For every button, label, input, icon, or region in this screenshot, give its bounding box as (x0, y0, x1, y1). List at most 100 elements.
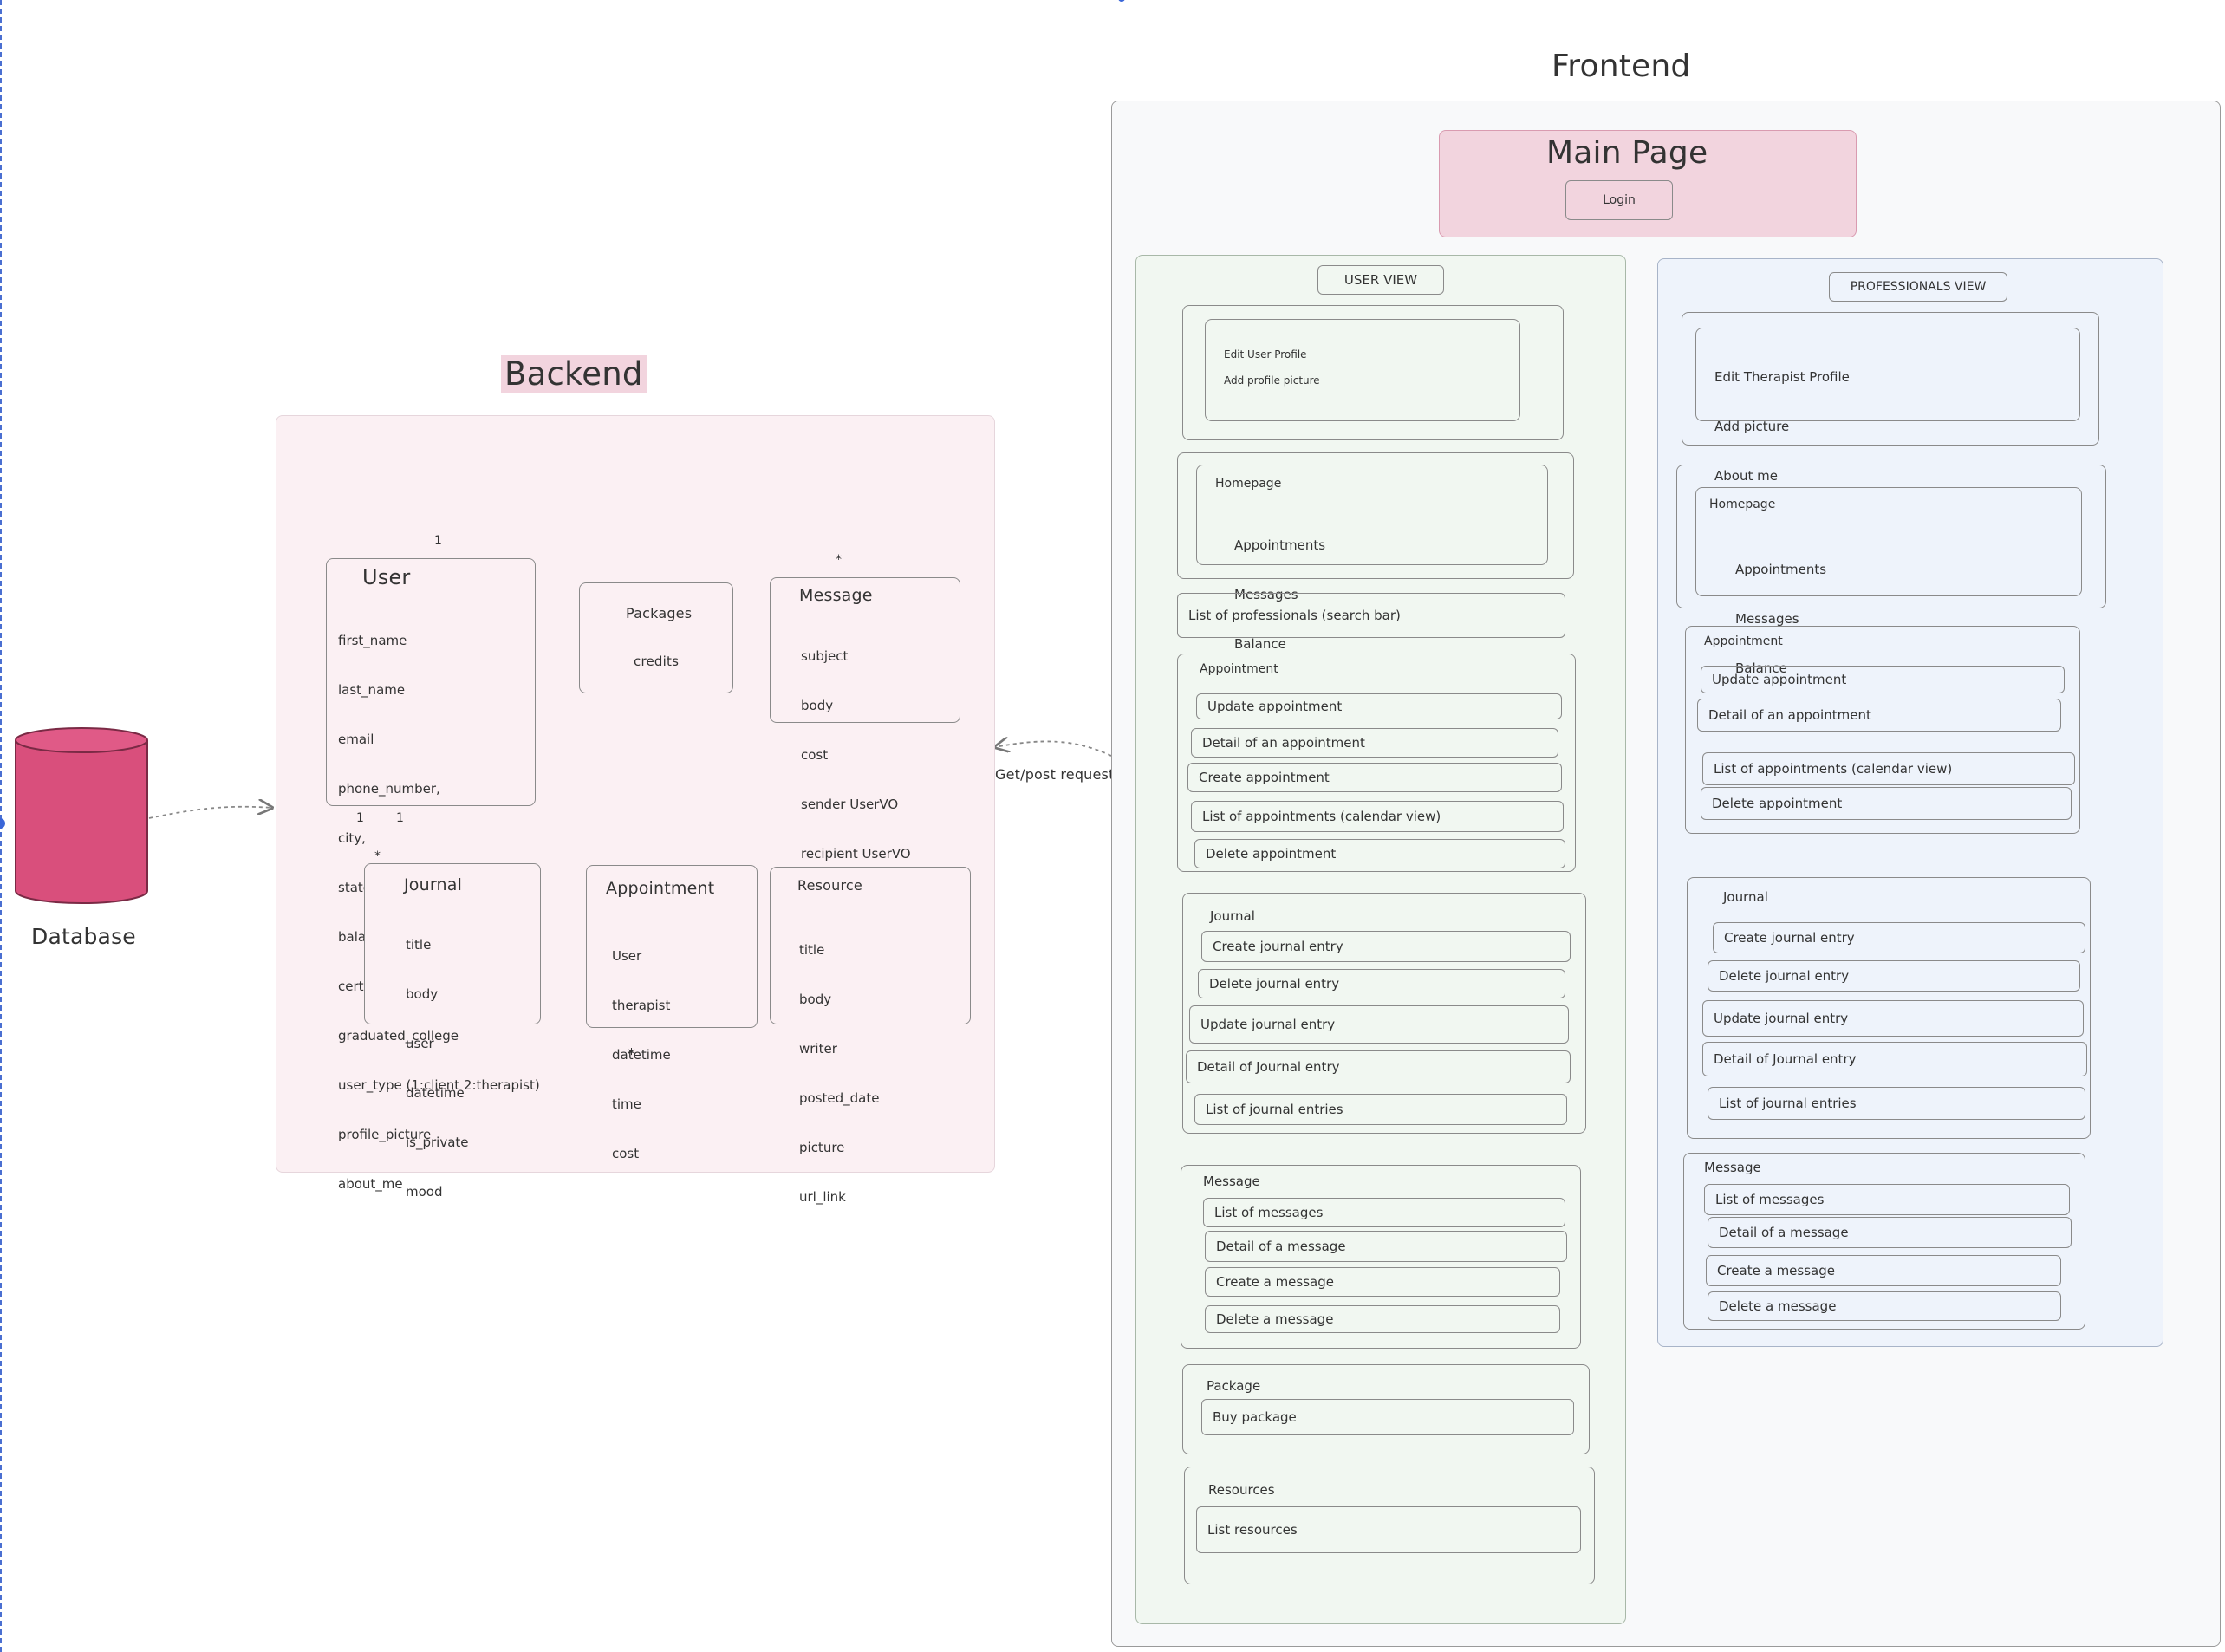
user-homepage-items: Appointments Messages Balance (1234, 504, 1325, 686)
user-appointment-section (1177, 654, 1576, 872)
user-journal-section (1182, 893, 1586, 1134)
user-journal-item[interactable]: Delete journal entry (1198, 969, 1565, 998)
journal-field: user (406, 1036, 434, 1051)
pro-message-item[interactable]: Detail of a message (1708, 1217, 2072, 1248)
pro-homepage-item[interactable]: Appointments (1735, 562, 1827, 577)
user-message-item[interactable]: Delete a message (1205, 1305, 1560, 1333)
pro-message-item[interactable]: Delete a message (1708, 1291, 2061, 1321)
user-journal-item[interactable]: Update journal entry (1189, 1005, 1569, 1044)
pro-appointment-item[interactable]: Delete appointment (1701, 787, 2072, 820)
packages-class-title: Packages (626, 605, 693, 621)
user-class-box[interactable] (326, 558, 536, 806)
appointment-class-fields: User therapist datetime time cost (612, 915, 671, 1195)
pro-journal-item[interactable]: Create journal entry (1713, 922, 2085, 953)
user-profile-item[interactable]: Edit User Profile (1224, 348, 1307, 361)
pro-journal-section (1687, 877, 2091, 1139)
user-package-item[interactable]: Buy package (1201, 1399, 1574, 1435)
user-journal-item[interactable]: List of journal entries (1194, 1094, 1567, 1125)
user-resources-item[interactable]: List resources (1196, 1506, 1581, 1553)
pro-journal-item[interactable]: Delete journal entry (1708, 960, 2080, 992)
selection-handle[interactable] (0, 818, 5, 829)
user-appointment-item[interactable]: Create appointment (1187, 763, 1562, 792)
user-profile-inner[interactable] (1205, 319, 1520, 421)
user-homepage-inner[interactable] (1196, 465, 1548, 565)
pro-profile-item[interactable]: About me (1714, 468, 1778, 484)
multiplicity-label: 1 (434, 534, 442, 548)
appointment-field: cost (612, 1146, 640, 1161)
pro-journal-item[interactable]: List of journal entries (1708, 1087, 2085, 1120)
user-message-item[interactable]: List of messages (1203, 1198, 1565, 1227)
pro-homepage-item[interactable]: Messages (1735, 611, 1799, 627)
user-field: user_type (1:client 2:therapist) (338, 1077, 540, 1093)
pro-profile-inner[interactable] (1695, 328, 2080, 421)
user-resources-title: Resources (1208, 1482, 1275, 1498)
login-button[interactable]: Login (1565, 180, 1673, 220)
journal-field: body (406, 986, 439, 1002)
user-appointment-item[interactable]: List of appointments (calendar view) (1191, 801, 1564, 832)
resource-field: body (799, 992, 832, 1007)
user-view-container (1135, 255, 1626, 1624)
user-package-title: Package (1207, 1378, 1261, 1394)
database-label: Database (31, 924, 136, 949)
pro-homepage-item[interactable]: Balance (1735, 660, 1787, 676)
user-view-header: USER VIEW (1317, 265, 1444, 295)
resource-field: posted_date (799, 1090, 880, 1106)
user-message-item[interactable]: Create a message (1205, 1267, 1560, 1297)
pro-appointment-section (1685, 626, 2080, 834)
pro-message-section (1683, 1153, 2085, 1330)
packages-field: credits (634, 654, 680, 669)
user-appointment-item[interactable]: Detail of an appointment (1191, 728, 1558, 758)
message-class-box[interactable] (770, 577, 960, 723)
user-journal-item[interactable]: Create journal entry (1201, 931, 1571, 962)
main-page-title: Main Page (1546, 135, 1708, 171)
resource-field: writer (799, 1041, 837, 1057)
pro-message-item[interactable]: Create a message (1706, 1255, 2061, 1286)
multiplicity-label: * (836, 553, 842, 567)
frontend-title: Frontend (1552, 49, 1691, 84)
pro-profile-section (1682, 312, 2099, 446)
pro-appointment-item[interactable]: Detail of an appointment (1697, 699, 2061, 732)
journal-field: datetime (406, 1085, 465, 1101)
pro-profile-items: Edit Therapist Profile Add picture About… (1714, 336, 1850, 517)
user-field: about_me (338, 1176, 403, 1192)
message-field: subject (801, 648, 849, 664)
appointment-class-box[interactable] (586, 865, 758, 1028)
user-appointment-item[interactable]: Delete appointment (1194, 839, 1565, 868)
user-message-item[interactable]: Detail of a message (1205, 1231, 1567, 1262)
multiplicity-label: * (374, 849, 381, 863)
user-profile-item[interactable]: Add profile picture (1224, 374, 1320, 387)
user-message-title: Message (1203, 1174, 1260, 1189)
user-journal-item[interactable]: Detail of Journal entry (1186, 1050, 1571, 1083)
pro-journal-item[interactable]: Update journal entry (1702, 1000, 2084, 1037)
multiplicity-label: 1 (396, 811, 404, 825)
user-homepage-title: Homepage (1215, 477, 1282, 491)
pro-homepage-inner[interactable] (1695, 487, 2082, 596)
selection-handle-top[interactable] (1118, 0, 1125, 2)
user-field: first_name (338, 633, 407, 648)
resource-class-box[interactable] (770, 867, 971, 1024)
journal-class-box[interactable] (364, 863, 541, 1024)
appointment-field: therapist (612, 998, 671, 1013)
appointment-field: datetime (612, 1047, 671, 1063)
user-homepage-item[interactable]: Appointments (1234, 537, 1326, 553)
user-field: last_name (338, 682, 406, 698)
pro-profile-item[interactable]: Edit Therapist Profile (1714, 369, 1850, 385)
pro-appointment-item[interactable]: Update appointment (1701, 666, 2065, 693)
database-cylinder (15, 727, 148, 904)
resource-field: picture (799, 1140, 845, 1155)
pro-profile-item[interactable]: Add picture (1714, 419, 1790, 434)
resource-field: url_link (799, 1189, 846, 1205)
pro-appointment-item[interactable]: List of appointments (calendar view) (1702, 752, 2075, 785)
pro-view-container (1657, 258, 2163, 1347)
pro-homepage-items: Appointments Messages Balance (1735, 529, 1826, 710)
user-journal-title: Journal (1210, 908, 1255, 924)
user-appointment-item[interactable]: Update appointment (1196, 693, 1562, 719)
pro-homepage-title: Homepage (1709, 498, 1776, 511)
user-search-bar[interactable]: List of professionals (search bar) (1177, 593, 1565, 638)
pro-message-item[interactable]: List of messages (1704, 1184, 2070, 1215)
user-homepage-item[interactable]: Messages (1234, 587, 1298, 602)
packages-class-box[interactable] (579, 582, 733, 693)
user-homepage-item[interactable]: Balance (1234, 636, 1286, 652)
pro-journal-item[interactable]: Detail of Journal entry (1702, 1042, 2087, 1076)
